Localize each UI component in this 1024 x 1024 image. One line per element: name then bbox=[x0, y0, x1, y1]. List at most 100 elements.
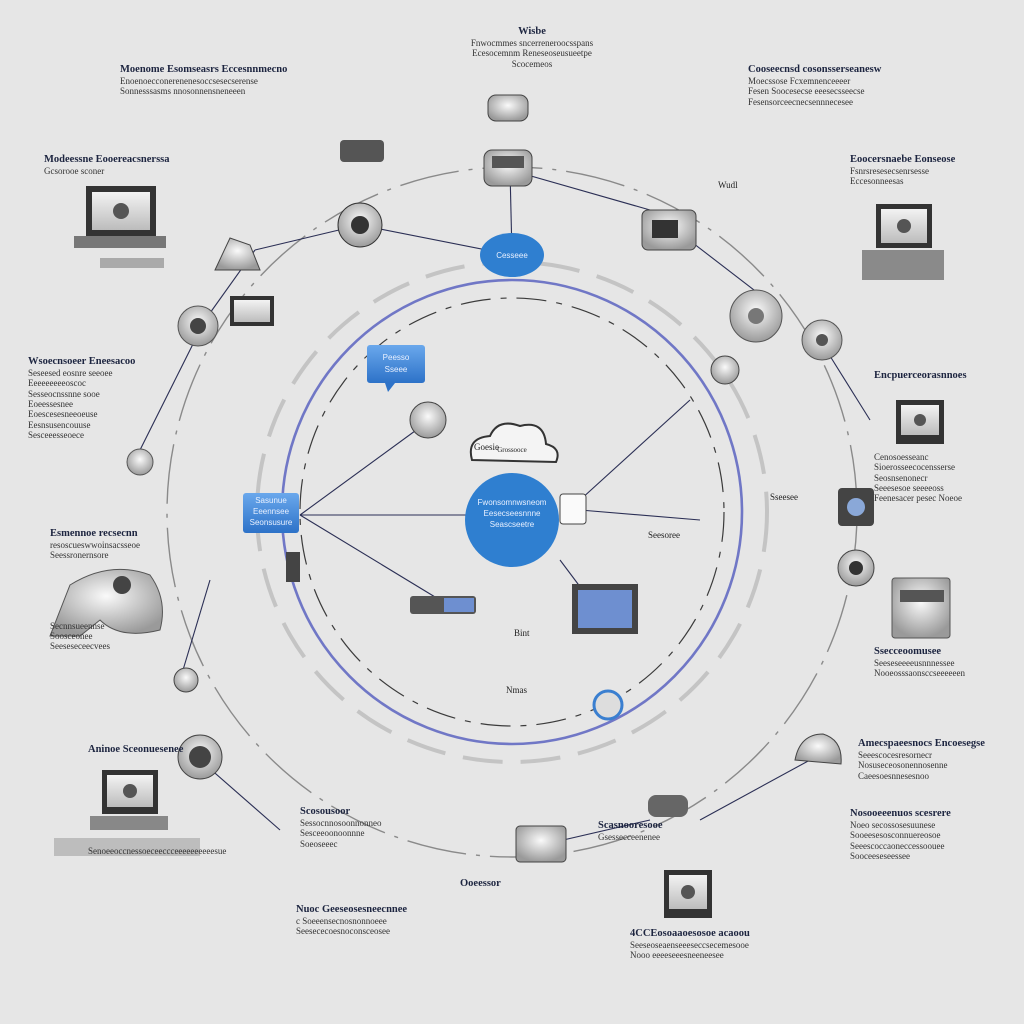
caption-top-right: Cooseecnsd cosonsserseanesw Moecssose Fc… bbox=[748, 64, 918, 107]
caption-line: Sesceeoonoonnne bbox=[300, 828, 365, 839]
caption-right-mid: Encpuerceorasnnoes Cenosoesseanc Sioeros… bbox=[874, 370, 1014, 504]
caption-title: Eoocersnaebe Eonseose bbox=[850, 154, 956, 165]
hub-left-line-1: Sasunue bbox=[255, 496, 287, 505]
caption-line: Gcsorooe sconer bbox=[44, 166, 105, 177]
caption-line: Fesensorceecnecsennnecesee bbox=[748, 96, 853, 107]
monitor-icon[interactable] bbox=[862, 204, 944, 280]
title-line-2: Ecesocemnm Reneseoseusueetpe bbox=[472, 48, 592, 59]
caption-line: Seessronernsore bbox=[50, 550, 109, 561]
laptop-icon[interactable] bbox=[230, 296, 274, 326]
caption-line: Soeoseeec bbox=[300, 838, 338, 849]
laptop-icon[interactable] bbox=[74, 186, 166, 268]
caption-line: Nooo eeeeseeesneeneesee bbox=[630, 950, 724, 961]
monitor-icon[interactable] bbox=[664, 870, 712, 918]
caption-line: resoscueswwoinsacsseoe bbox=[50, 540, 140, 551]
caption-title: Encpuerceorasnnoes bbox=[874, 370, 967, 381]
label-seesoree: Seesoree bbox=[648, 530, 680, 540]
caption-right-lower: Ssecceoomusee Seeseseeeeusnnnessee Nooeo… bbox=[874, 646, 1004, 679]
caption-title: Scosousoor bbox=[300, 806, 351, 817]
camera-icon[interactable] bbox=[173, 667, 199, 693]
caption-line: Noeo secossosesuunese bbox=[850, 820, 936, 831]
title-heading: Wisbe bbox=[518, 26, 546, 37]
hub-top[interactable]: Cesseee bbox=[480, 233, 544, 277]
caption-line: Fsnrsresesecsenrsesse bbox=[850, 166, 929, 177]
camera-icon[interactable] bbox=[838, 488, 874, 526]
hub-inner-line-2: Sseee bbox=[385, 365, 408, 374]
label-wudl: Wudl bbox=[718, 180, 738, 190]
hub-center-line-2: Eesecseesnnne bbox=[484, 509, 541, 518]
camera-icon[interactable] bbox=[592, 689, 624, 721]
caption-line: Feenesacer pesec Noeoe bbox=[874, 493, 962, 504]
hub-center[interactable]: Fwonsomnwsneom Eesecseesnnne Seascseetre bbox=[465, 473, 559, 567]
caption-line: Secnnsueennse bbox=[50, 620, 105, 631]
caption-line: Seeseseceecvees bbox=[50, 641, 110, 652]
caption-left-mid: Wsoecnsoeer Eneesacoo Seseesed eosnre se… bbox=[28, 356, 168, 440]
caption-line: Eoescesesneeoeuse bbox=[28, 409, 98, 420]
caption-title: Esmennoe recsecnn bbox=[50, 528, 138, 539]
caption-line: Seeescoccaoneccessoouee bbox=[850, 840, 945, 851]
caption-line: Sonnesssasms nnosonnensneneeen bbox=[120, 86, 246, 97]
caption-line: Nosuseceosonennosenne bbox=[858, 760, 948, 771]
label-bint: Bint bbox=[514, 628, 530, 638]
camera-icon[interactable] bbox=[49, 568, 163, 637]
laptop-icon[interactable] bbox=[54, 770, 200, 856]
camera-icon[interactable] bbox=[794, 733, 842, 765]
caption-bottom-far: 4CCEosoaaoesosoe acaoou Seeseoseaenseees… bbox=[630, 928, 790, 961]
caption-title: Moenome Esomseasrs Eccesnnmecno bbox=[120, 64, 288, 75]
camera-icon[interactable] bbox=[177, 305, 219, 347]
caption-line: Seeseoseaenseeeseccsecemesooe bbox=[630, 940, 749, 951]
router-icon[interactable] bbox=[410, 596, 476, 614]
caption-bottom-mid: Ooeessor bbox=[460, 878, 540, 890]
camera-icon[interactable] bbox=[487, 94, 529, 122]
caption-line: Gsessecceenenee bbox=[598, 832, 660, 843]
camera-icon[interactable] bbox=[710, 355, 740, 385]
caption-line: Senoeeoccnessoeceeccceeeeeeeeeesue bbox=[88, 846, 227, 857]
router-icon[interactable] bbox=[648, 795, 688, 817]
caption-bottom-center-left: Scosousoor Sessocnnosoonnonneo Sesceeoon… bbox=[300, 806, 420, 849]
router-icon[interactable] bbox=[483, 149, 533, 187]
hub-left-line-3: Seonsusure bbox=[250, 518, 293, 527]
caption-title: Wsoecnsoeer Eneesacoo bbox=[28, 356, 136, 367]
caption-title: Nosooeeenuos scesrere bbox=[850, 808, 951, 819]
camera-icon[interactable] bbox=[214, 237, 261, 271]
caption-line: Fesen Soocesecse eeesecsseecse bbox=[748, 86, 865, 97]
cloud-label: Grossooce bbox=[497, 446, 527, 454]
caption-line: Eesnsusencouuse bbox=[28, 419, 91, 430]
camera-icon[interactable] bbox=[837, 549, 875, 587]
hub-inner-line-1: Peesso bbox=[383, 353, 410, 362]
caption-title: Amecspaeesnocs Encoesegse bbox=[858, 738, 985, 749]
caption-line: Sessocnnosoonnonneo bbox=[300, 818, 382, 829]
caption-right-upper: Eoocersnaebe Eonseose Fsnrsresesecsenrse… bbox=[850, 154, 990, 187]
hub-left-box[interactable]: Sasunue Eeennsee Seonsusure bbox=[243, 493, 299, 533]
monitor-icon[interactable] bbox=[572, 584, 638, 634]
camera-icon[interactable] bbox=[177, 734, 223, 780]
caption-bottom-left: Aninoe Sceonuesenee Senoeeoccnessoeceecc… bbox=[88, 744, 227, 857]
router-icon[interactable] bbox=[340, 140, 384, 162]
router-icon[interactable] bbox=[641, 209, 697, 251]
caption-title: Modeessne Eooereacsnerssa bbox=[44, 154, 170, 165]
diagram-title: Wisbe Fnwocmmes sncerreneroocsspans Eces… bbox=[452, 26, 612, 69]
router-icon[interactable] bbox=[891, 577, 951, 639]
label-nmas: Nmas bbox=[506, 685, 527, 695]
caption-title: Scasnooresooe bbox=[598, 820, 663, 831]
caption-line: Seeseseeeeusnnnessee bbox=[874, 658, 955, 669]
hub-center-line-3: Seascseetre bbox=[490, 520, 535, 529]
disc-icon[interactable] bbox=[801, 319, 843, 361]
caption-bottom-center: Nuoc Geeseosesneecnnee c Soeeensecnosnon… bbox=[296, 904, 446, 937]
caption-line: Caeesoesnnesesnoo bbox=[858, 770, 929, 781]
router-icon[interactable] bbox=[515, 825, 567, 863]
cloud-icon[interactable]: Grossooce bbox=[469, 422, 559, 464]
caption-title: Aninoe Sceonuesenee bbox=[88, 744, 184, 755]
camera-icon[interactable] bbox=[126, 448, 154, 476]
caption-title: Ooeessor bbox=[460, 878, 501, 889]
camera-icon[interactable] bbox=[286, 552, 300, 582]
camera-icon[interactable] bbox=[337, 202, 383, 248]
disc-icon[interactable] bbox=[729, 289, 783, 343]
hub-inner-box[interactable]: Peesso Sseee bbox=[367, 345, 425, 392]
camera-icon[interactable] bbox=[409, 401, 447, 439]
monitor-icon[interactable] bbox=[896, 400, 944, 444]
router-icon[interactable] bbox=[559, 493, 587, 525]
caption-line: Enoenoecconerenenesoccsesecserense bbox=[120, 76, 258, 87]
caption-line: c Soeeensecnosnonnoeee bbox=[296, 916, 387, 927]
